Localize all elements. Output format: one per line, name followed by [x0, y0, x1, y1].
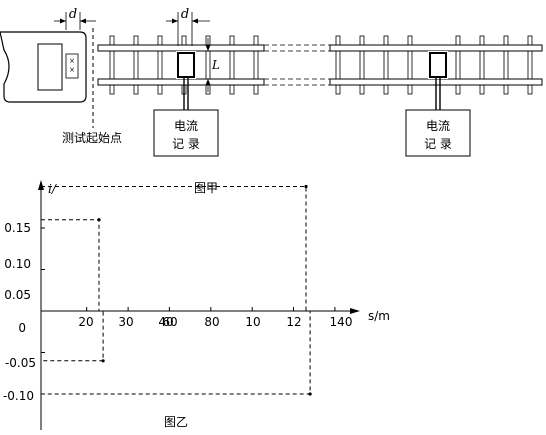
x-tick-label-7: 12	[286, 315, 301, 329]
x-tick-label-6: 10	[245, 315, 260, 329]
x-axis-arrow	[350, 308, 360, 314]
recorder-2-line2: 记 录	[424, 137, 452, 151]
x-axis-label: s/m	[368, 309, 390, 323]
x-ticks: 20 30 40 60 80 10 12 140	[78, 307, 352, 329]
caption-top: 图甲	[194, 181, 218, 195]
series-1-point-5	[101, 359, 105, 363]
caption-bottom: 图乙	[164, 415, 188, 429]
y-axis-arrow	[38, 180, 44, 190]
recorder-box-2: 电流 记 录	[405, 109, 471, 157]
chart-series	[41, 184, 312, 396]
recorder-box-1: 电流 记 录	[153, 109, 219, 157]
series-2-trace	[41, 186, 311, 395]
track-gap	[264, 44, 330, 86]
label-L: L	[211, 58, 220, 72]
recorder-1-line1: 电流	[174, 119, 198, 133]
y-tick-label-3: 0.05	[4, 288, 31, 302]
y-tick-label-4: 0	[18, 321, 26, 335]
series-2-point-5	[308, 392, 312, 396]
x-tick-label-3: 40	[158, 315, 173, 329]
label-d-left: d	[69, 7, 77, 22]
series-1-trace	[41, 219, 104, 362]
y-tick-label-1: 0.15	[4, 221, 31, 235]
sensor-coil-1	[176, 51, 196, 110]
y-tick-label-6: -0.10	[3, 389, 34, 403]
series-2-point-2	[304, 184, 308, 189]
x-tick-label-5: 80	[204, 315, 219, 329]
dimension-L: L	[200, 38, 220, 92]
series-1-point-2	[97, 218, 101, 222]
chart-axes: i/ s/m	[38, 180, 390, 430]
x-tick-label-8: 140	[330, 315, 353, 329]
recorder-1-line2: 记 录	[172, 137, 200, 151]
dimension-d-sensor: d	[166, 7, 210, 46]
y-ticks: 0.15 0.10 0.05 0 -0.05 -0.10	[3, 221, 45, 403]
label-d-sensor: d	[181, 7, 189, 22]
y-tick-label-5: -0.05	[5, 356, 36, 370]
y-axis-label: i/	[48, 182, 58, 196]
y-tick-label-2: 0.10	[4, 257, 31, 271]
recorder-2-line1: 电流	[426, 119, 450, 133]
train-car: × ×	[0, 31, 87, 103]
x-tick-label-2: 30	[118, 315, 133, 329]
x-tick-label-1: 20	[78, 315, 93, 329]
start-point-label: 测试起始点	[62, 130, 122, 145]
dimension-d-left: d	[54, 7, 96, 30]
coil-cross-1: ×	[69, 57, 75, 65]
coil-cross-2: ×	[69, 66, 75, 74]
x-tick-label-4: 60	[162, 315, 177, 329]
sensor-coil-2	[428, 51, 448, 110]
sleepers-right	[335, 35, 533, 95]
